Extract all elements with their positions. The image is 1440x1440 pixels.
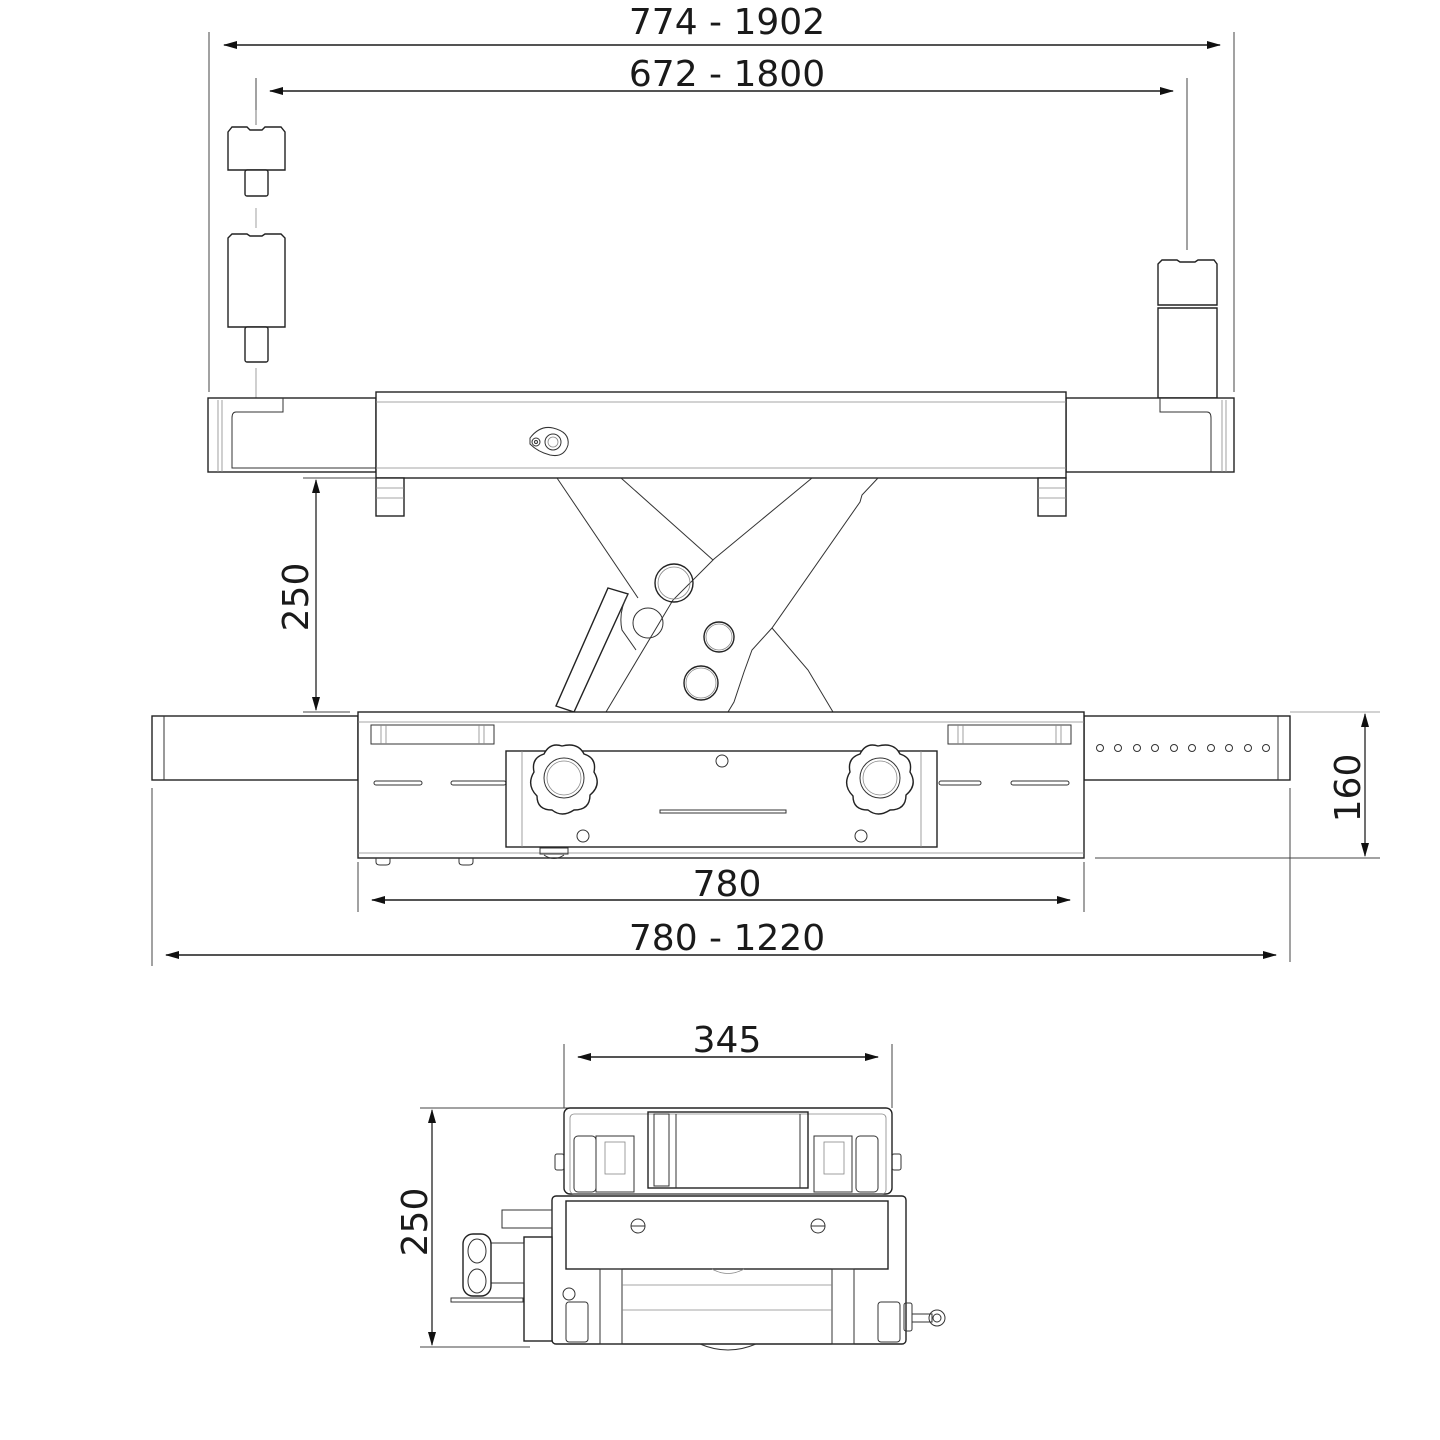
adjustment-holes <box>1096 744 1270 752</box>
base-frame <box>151 711 1291 866</box>
base-height-label: 160 <box>1328 754 1369 823</box>
dimension-side-width: 345 <box>563 1020 893 1108</box>
dimension-inner-pad-span: 672 - 1800 <box>255 54 1188 250</box>
right-lift-pad-stack <box>1157 259 1218 399</box>
dimension-base-height: 160 <box>1095 711 1380 962</box>
front-view: 774 - 1902 672 - 1800 <box>151 2 1380 966</box>
dimension-base-extended-length: 780 - 1220 <box>151 788 1277 966</box>
side-hydraulic-pump <box>450 1209 576 1342</box>
outer-pad-span-label: 774 - 1902 <box>629 2 825 43</box>
side-main-body <box>551 1195 907 1351</box>
inner-pad-span-label: 672 - 1800 <box>629 54 825 95</box>
lock-pin-icon <box>529 427 569 456</box>
side-hydraulic-fitting-icon <box>903 1302 946 1332</box>
dimension-base-length: 780 <box>357 862 1085 912</box>
dimension-outer-pad-span: 774 - 1902 <box>208 2 1235 392</box>
side-view: 345 250 <box>395 1020 946 1351</box>
dimension-lift-height: 250 <box>276 477 376 713</box>
scissor-mechanism <box>555 477 879 713</box>
side-width-label: 345 <box>693 1020 762 1061</box>
left-lift-pad-stack <box>227 110 286 398</box>
right-locking-knob-icon <box>845 744 914 815</box>
dimension-side-height: 250 <box>395 1107 570 1348</box>
left-locking-knob-icon <box>529 744 598 815</box>
lift-height-label: 250 <box>276 563 317 632</box>
top-beam <box>207 391 1235 517</box>
side-height-label: 250 <box>395 1188 436 1257</box>
side-top-saddle <box>554 1107 902 1195</box>
base-extended-length-label: 780 - 1220 <box>629 918 825 959</box>
base-length-label: 780 <box>693 864 762 905</box>
